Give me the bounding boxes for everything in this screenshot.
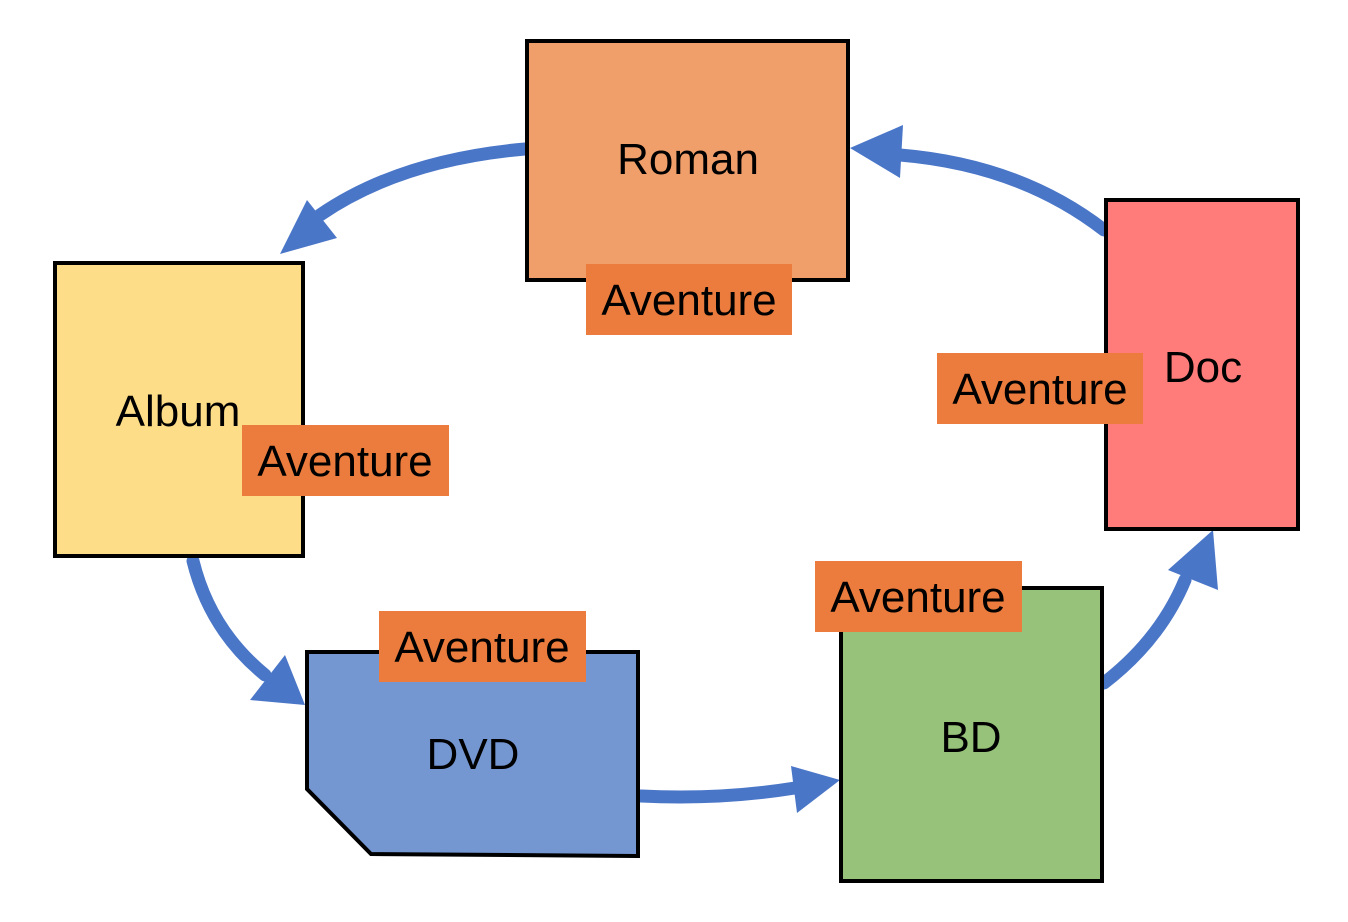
arrow-roman-to-album-shaft: [313, 142, 532, 222]
arrow-bd-to-doc: [1097, 530, 1218, 690]
arrow-album-to-dvd-shaft: [186, 554, 272, 682]
node-dvd: DVD: [305, 650, 640, 859]
node-doc-label: Doc: [1164, 343, 1242, 392]
tag-dvd: Aventure: [379, 611, 586, 682]
arrow-album-to-dvd: [186, 554, 305, 705]
arrow-bd-to-doc-head: [1168, 530, 1218, 590]
arrow-album-to-dvd-head: [250, 655, 305, 705]
node-roman: Roman: [525, 39, 850, 282]
arrow-roman-to-album: [280, 142, 532, 254]
arrow-dvd-to-bd-shaft: [634, 781, 802, 804]
tag-dvd-box: [379, 611, 586, 682]
arrow-doc-to-roman-head: [850, 125, 903, 178]
tags: Aventure Aventure Aventure Aventure Aven…: [242, 264, 1143, 682]
node-bd: BD: [839, 586, 1104, 883]
tag-roman: Aventure: [586, 264, 792, 335]
tag-album: Aventure: [242, 425, 449, 496]
tag-bd-label: Aventure: [830, 573, 1005, 622]
node-roman-box: [525, 39, 850, 282]
node-roman-label: Roman: [617, 135, 759, 184]
arrow-dvd-to-bd-head: [791, 766, 840, 813]
tag-bd: Aventure: [815, 561, 1022, 632]
tag-roman-box: [586, 264, 792, 335]
node-album: Album: [53, 261, 305, 558]
node-album-box: [53, 261, 305, 558]
tag-doc-label: Aventure: [952, 365, 1127, 414]
arrows: [186, 125, 1218, 813]
arrow-dvd-to-bd: [634, 766, 840, 813]
tag-album-label: Aventure: [257, 437, 432, 486]
node-dvd-label: DVD: [427, 730, 520, 779]
tag-dvd-label: Aventure: [394, 623, 569, 672]
arrow-bd-to-doc-shaft: [1097, 573, 1192, 690]
nodes: Roman Doc BD DVD Album: [53, 39, 1300, 883]
tag-doc: Aventure: [937, 353, 1143, 424]
arrow-roman-to-album-head: [280, 200, 337, 254]
tag-bd-box: [815, 561, 1022, 632]
arrow-doc-to-roman: [850, 125, 1111, 237]
node-album-label: Album: [116, 387, 241, 436]
tag-album-box: [242, 425, 449, 496]
arrow-doc-to-roman-shaft: [893, 148, 1111, 237]
node-bd-label: BD: [940, 713, 1001, 762]
tag-doc-box: [937, 353, 1143, 424]
tag-roman-label: Aventure: [601, 276, 776, 325]
